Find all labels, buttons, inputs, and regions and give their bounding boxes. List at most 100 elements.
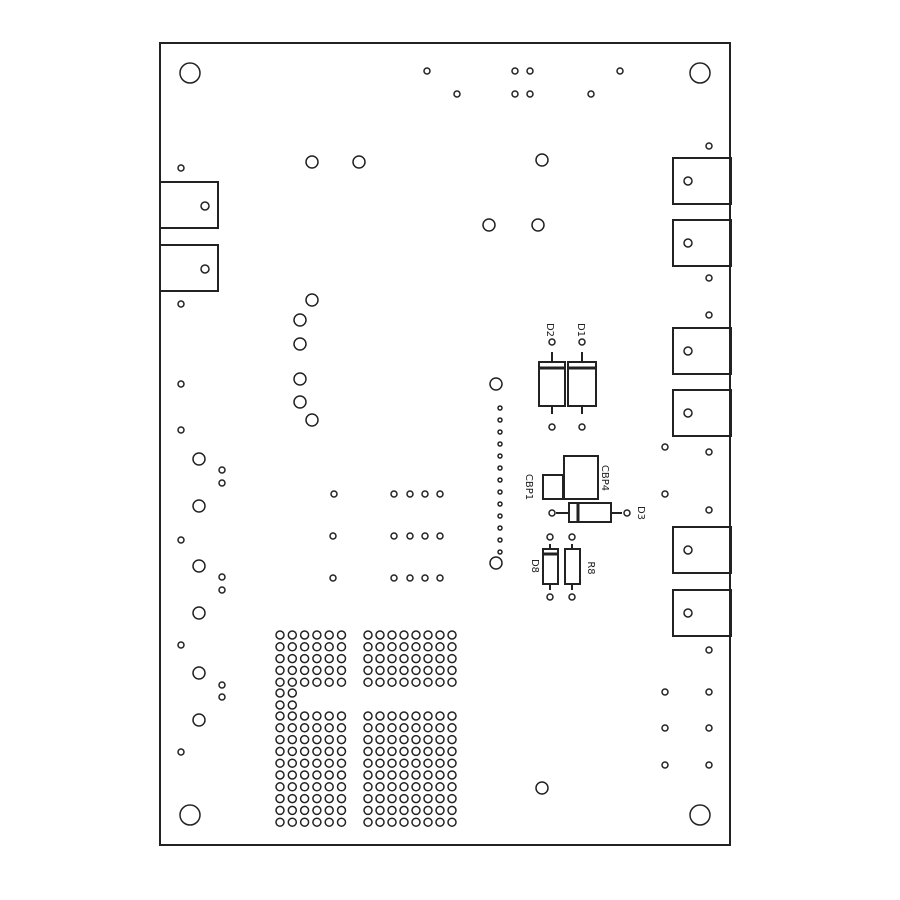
grid-pin	[411, 653, 421, 664]
grid-pin	[447, 665, 457, 676]
via	[177, 380, 185, 388]
label-cbp4: CBP4	[599, 465, 610, 491]
via	[497, 525, 503, 531]
via	[548, 423, 556, 431]
grid-pin	[363, 793, 373, 804]
grid-pin	[375, 758, 385, 768]
via	[421, 532, 429, 540]
grid-pin	[336, 746, 347, 757]
grid-pin	[411, 758, 421, 768]
grid-pin	[399, 653, 409, 664]
via	[568, 593, 576, 601]
grid-pin	[324, 653, 334, 664]
grid-pin	[399, 723, 409, 733]
grid-pin	[287, 677, 298, 687]
grid-pin	[363, 805, 373, 816]
grid-pin	[411, 793, 421, 804]
grid-pin	[387, 746, 397, 757]
via	[406, 490, 414, 498]
via	[423, 67, 431, 75]
grid-pin	[324, 677, 334, 687]
grid-pin	[336, 723, 347, 733]
hole	[293, 372, 307, 386]
grid-pin	[299, 817, 310, 827]
connector	[159, 181, 219, 229]
via	[511, 67, 519, 75]
grid-pin	[324, 746, 334, 757]
grid-pin	[324, 734, 334, 745]
grid-pin	[387, 665, 397, 676]
via	[218, 586, 226, 594]
grid-pin	[423, 653, 433, 664]
grid-pin	[363, 734, 373, 745]
grid-pin	[363, 758, 373, 768]
grid-pin	[387, 711, 397, 721]
grid-pin	[336, 817, 347, 827]
grid-pin	[435, 630, 445, 640]
hole	[305, 293, 319, 307]
grid-pin	[447, 770, 457, 780]
grid-pin	[375, 770, 385, 780]
grid-pin	[299, 642, 310, 652]
grid-pin	[312, 805, 322, 816]
connector	[672, 589, 732, 637]
label-d8: D8	[529, 559, 540, 573]
grid-pin	[363, 630, 373, 640]
via	[546, 533, 554, 541]
grid-pin	[287, 734, 298, 745]
grid-pin	[299, 711, 310, 721]
via	[705, 311, 713, 319]
via	[218, 466, 226, 474]
grid-pin	[399, 734, 409, 745]
hole	[535, 153, 549, 167]
via	[497, 489, 503, 495]
grid-pin	[363, 746, 373, 757]
grid-pin	[275, 665, 285, 676]
grid-pin	[447, 677, 457, 687]
grid-pin	[399, 711, 409, 721]
grid-pin	[287, 746, 298, 757]
hole	[192, 499, 206, 513]
grid-pin	[287, 711, 298, 721]
grid-pin	[275, 688, 285, 698]
grid-pin	[375, 723, 385, 733]
grid-pin	[435, 793, 445, 804]
via	[497, 453, 503, 459]
grid-pin	[363, 642, 373, 652]
via	[568, 533, 576, 541]
grid-pin	[447, 782, 457, 792]
grid-pin	[336, 782, 347, 792]
grid-pin	[423, 665, 433, 676]
connector-pin	[683, 176, 693, 186]
grid-pin	[287, 805, 298, 816]
hole	[293, 395, 307, 409]
grid-pin	[275, 723, 285, 733]
grid-pin	[312, 642, 322, 652]
grid-pin	[423, 642, 433, 652]
mounting-hole	[689, 62, 711, 84]
via	[497, 513, 503, 519]
connector-pin	[200, 264, 210, 274]
grid-pin	[435, 677, 445, 687]
grid-pin	[423, 817, 433, 827]
via	[390, 574, 398, 582]
via	[390, 490, 398, 498]
connector-pin	[683, 238, 693, 248]
via	[421, 490, 429, 498]
grid-pin	[375, 653, 385, 664]
grid-pin	[363, 817, 373, 827]
grid-pin	[324, 793, 334, 804]
grid-pin	[387, 782, 397, 792]
grid-pin	[423, 711, 433, 721]
grid-pin	[375, 817, 385, 827]
connector	[672, 327, 732, 375]
grid-pin	[312, 665, 322, 676]
via	[497, 537, 503, 543]
grid-pin	[363, 782, 373, 792]
grid-pin	[312, 734, 322, 745]
grid-pin	[324, 805, 334, 816]
grid-pin	[399, 642, 409, 652]
grid-pin	[287, 653, 298, 664]
grid-pin	[336, 770, 347, 780]
grid-pin	[387, 642, 397, 652]
